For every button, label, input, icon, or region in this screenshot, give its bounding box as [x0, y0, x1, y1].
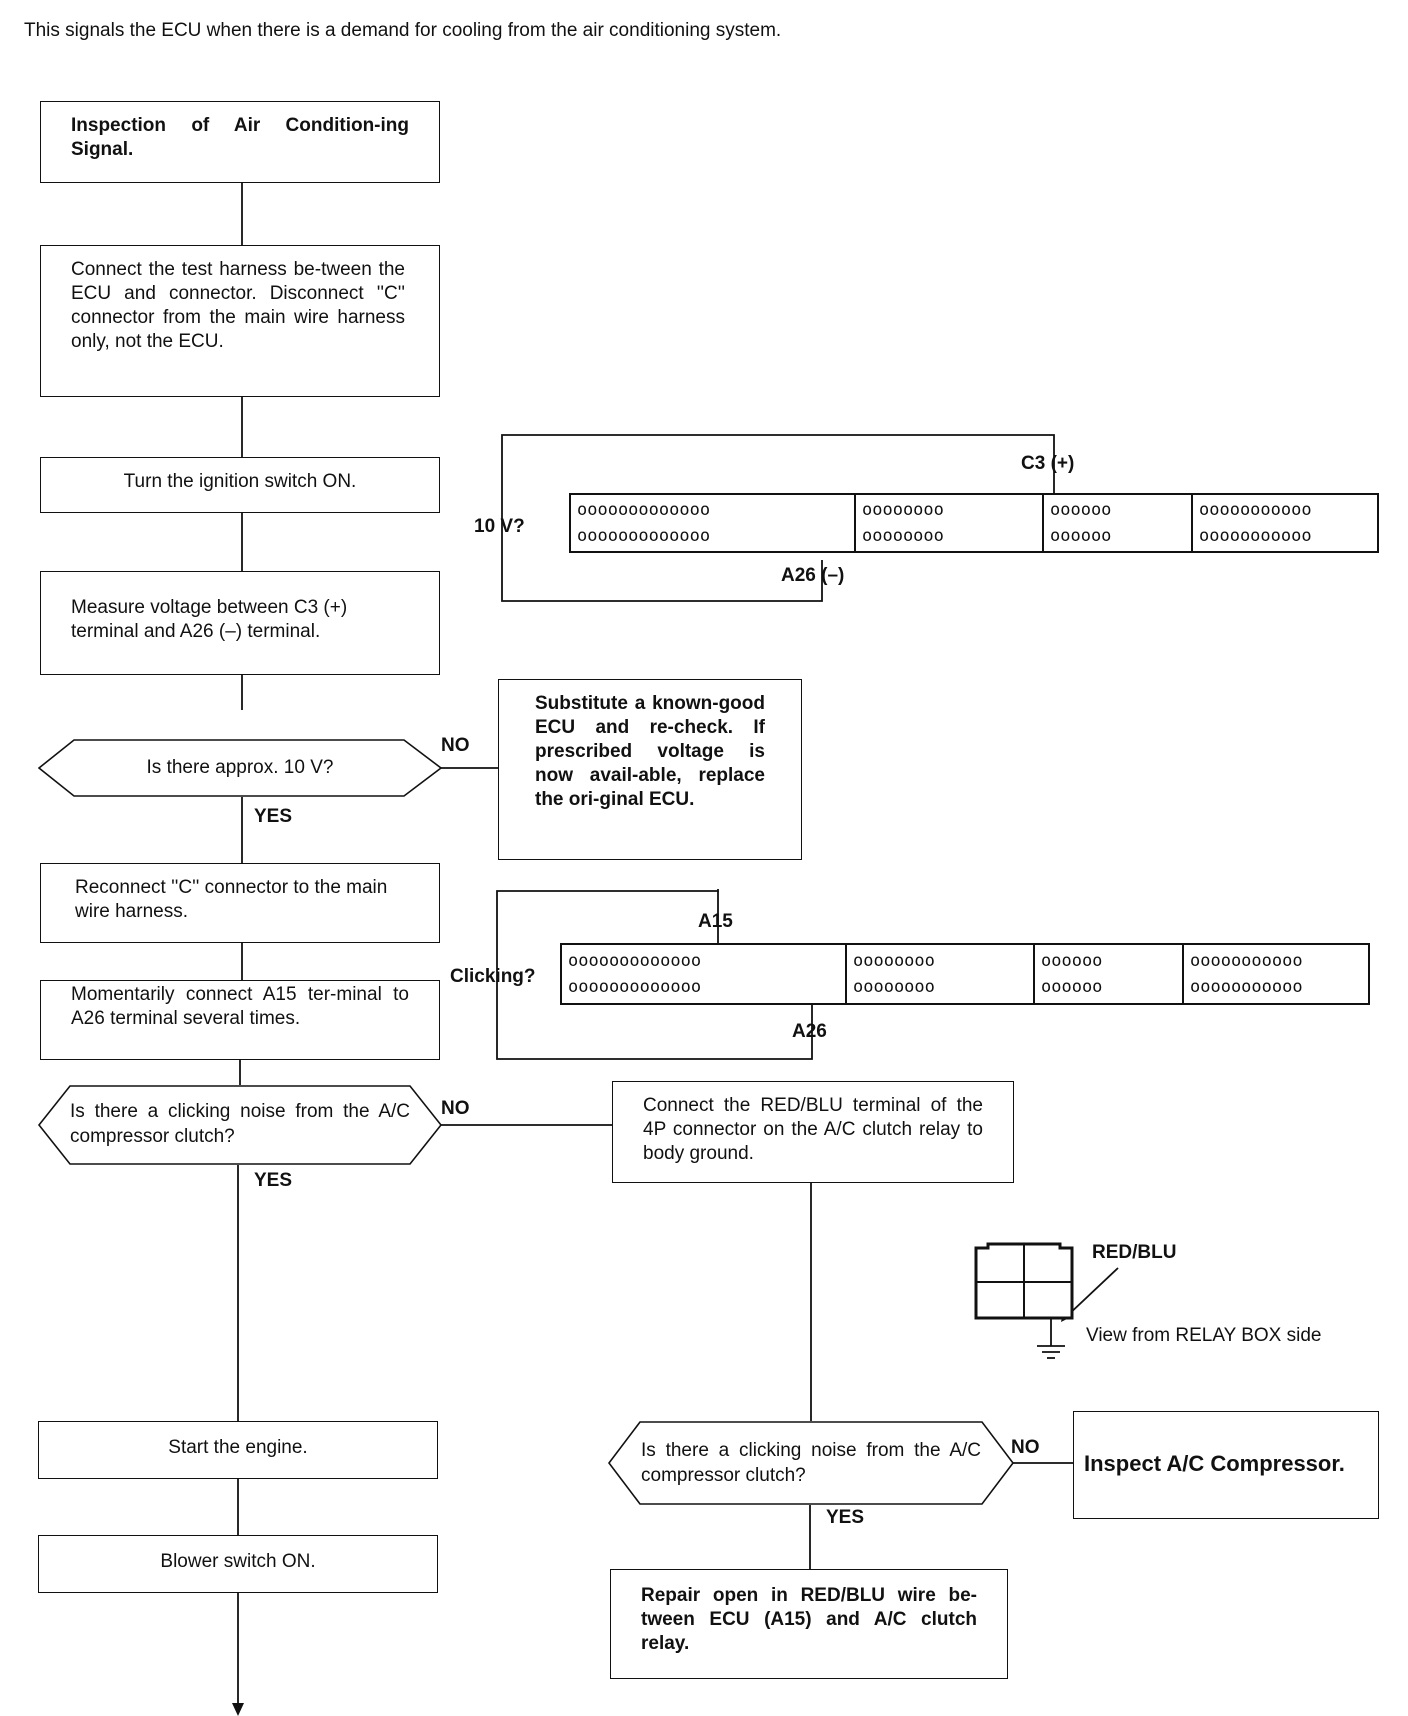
step-start-box: Inspection of Air Condition-ing Signal. — [40, 101, 440, 183]
connector1-section-c: oooooo oooooo — [1044, 495, 1193, 551]
connector1-row-1: oooooo — [1050, 500, 1112, 520]
step-substitute-box: Substitute a known-good ECU and re-check… — [498, 679, 802, 860]
connector1-row-1: ooooooooooo — [1199, 500, 1312, 520]
answer-yes-voltage: YES — [254, 806, 293, 827]
answer-no-voltage: NO — [441, 735, 470, 756]
step-start-engine-box: Start the engine. — [38, 1421, 438, 1479]
connector1-section-a: ooooooooooooo ooooooooooooo — [571, 495, 856, 551]
connector1-row-2: oooooo — [1050, 526, 1112, 546]
step-relay-ground-box: Connect the RED/BLU terminal of the 4P c… — [612, 1081, 1014, 1183]
step-start-text: Inspection of Air Condition-ing Signal. — [71, 115, 409, 160]
step-reconnect-text: Reconnect ''C'' connector to the main wi… — [75, 877, 388, 922]
connector1-row-2: ooooooooooo — [1199, 526, 1312, 546]
connector2-row-2: ooooooooooooo — [568, 977, 702, 997]
ecu-connector-1: ooooooooooooo ooooooooooooo oooooooo ooo… — [569, 493, 1379, 553]
connector2-section-d: ooooooooooo ooooooooooo — [1184, 945, 1368, 1003]
step-measure-text: Measure voltage between C3 (+) terminal … — [71, 597, 348, 642]
connector2-row-1: ooooooooooo — [1190, 951, 1303, 971]
connector1-row-2: oooooooo — [862, 526, 944, 546]
step-measure-box: Measure voltage between C3 (+) terminal … — [40, 571, 440, 675]
decision-click-2-shape — [608, 1421, 1014, 1505]
decision-click-1-text: Is there a clicking noise from the A/C c… — [70, 1101, 410, 1147]
decision-click-2: Is there a clicking noise from the A/C c… — [608, 1421, 1014, 1505]
connector1-pin-a26-label: A26 (–) — [781, 565, 845, 586]
ecu-connector-2: ooooooooooooo ooooooooooooo oooooooo ooo… — [560, 943, 1370, 1005]
step-inspect-compressor-box: Inspect A/C Compressor. — [1073, 1411, 1379, 1519]
answer-no-click-1: NO — [441, 1098, 470, 1119]
step-momentary-box: Momentarily connect A15 ter-minal to A26… — [40, 980, 440, 1060]
connector1-section-d: ooooooooooo ooooooooooo — [1193, 495, 1377, 551]
answer-yes-click-2: YES — [826, 1507, 865, 1528]
connector2-row-1: oooooo — [1041, 951, 1103, 971]
decision-click-2-text: Is there a clicking noise from the A/C c… — [641, 1440, 981, 1486]
step-connect-text: Connect the test harness be-tween the EC… — [71, 259, 405, 352]
step-blower-text: Blower switch ON. — [160, 1551, 316, 1572]
step-inspect-compressor-text: Inspect A/C Compressor. — [1084, 1451, 1345, 1476]
step-relay-ground-text: Connect the RED/BLU terminal of the 4P c… — [643, 1095, 983, 1164]
connector1-row-1: oooooooo — [862, 500, 944, 520]
connector2-row-2: oooooooo — [853, 977, 935, 997]
connector2-row-2: ooooooooooo — [1190, 977, 1303, 997]
relay-wire-label: RED/BLU — [1092, 1242, 1177, 1263]
connector2-pin-a26-label: A26 — [792, 1021, 827, 1042]
decision-voltage-shape — [38, 739, 442, 797]
connector2-row-2: oooooo — [1041, 977, 1103, 997]
decision-voltage-text: Is there approx. 10 V? — [146, 757, 334, 778]
relay-view-label: View from RELAY BOX side — [1086, 1325, 1322, 1346]
connector2-meter-label: Clicking? — [450, 966, 536, 987]
connector2-section-a: ooooooooooooo ooooooooooooo — [562, 945, 847, 1003]
step-reconnect-box: Reconnect ''C'' connector to the main wi… — [40, 863, 440, 943]
connector1-row-2: ooooooooooooo — [577, 526, 711, 546]
connector2-row-1: ooooooooooooo — [568, 951, 702, 971]
step-repair-text: Repair open in RED/BLU wire be-tween ECU… — [641, 1585, 977, 1654]
step-ignition-text: Turn the ignition switch ON. — [123, 471, 357, 492]
intro-text: This signals the ECU when there is a dem… — [24, 20, 782, 41]
step-blower-box: Blower switch ON. — [38, 1535, 438, 1593]
connector1-pin-c3-label: C3 (+) — [1021, 453, 1075, 474]
step-ignition-box: Turn the ignition switch ON. — [40, 457, 440, 513]
answer-yes-click-1: YES — [254, 1170, 293, 1191]
step-repair-box: Repair open in RED/BLU wire be-tween ECU… — [610, 1569, 1008, 1679]
connector1-meter-label: 10 V? — [474, 516, 525, 537]
answer-no-click-2: NO — [1011, 1437, 1040, 1458]
connector2-section-b: oooooooo oooooooo — [847, 945, 1035, 1003]
decision-click-1: Is there a clicking noise from the A/C c… — [38, 1085, 442, 1165]
step-substitute-text: Substitute a known-good ECU and re-check… — [535, 693, 765, 810]
connector2-section-c: oooooo oooooo — [1035, 945, 1184, 1003]
connector1-section-b: oooooooo oooooooo — [856, 495, 1044, 551]
decision-voltage: Is there approx. 10 V? — [38, 739, 442, 797]
connector1-row-1: ooooooooooooo — [577, 500, 711, 520]
step-start-engine-text: Start the engine. — [168, 1437, 308, 1458]
connector2-row-1: oooooooo — [853, 951, 935, 971]
step-connect-box: Connect the test harness be-tween the EC… — [40, 245, 440, 397]
connector2-pin-a15-label: A15 — [698, 911, 733, 932]
decision-click-1-shape — [38, 1085, 442, 1165]
step-momentary-text: Momentarily connect A15 ter-minal to A26… — [71, 984, 409, 1029]
relay-4p-connector-icon — [974, 1242, 1074, 1320]
